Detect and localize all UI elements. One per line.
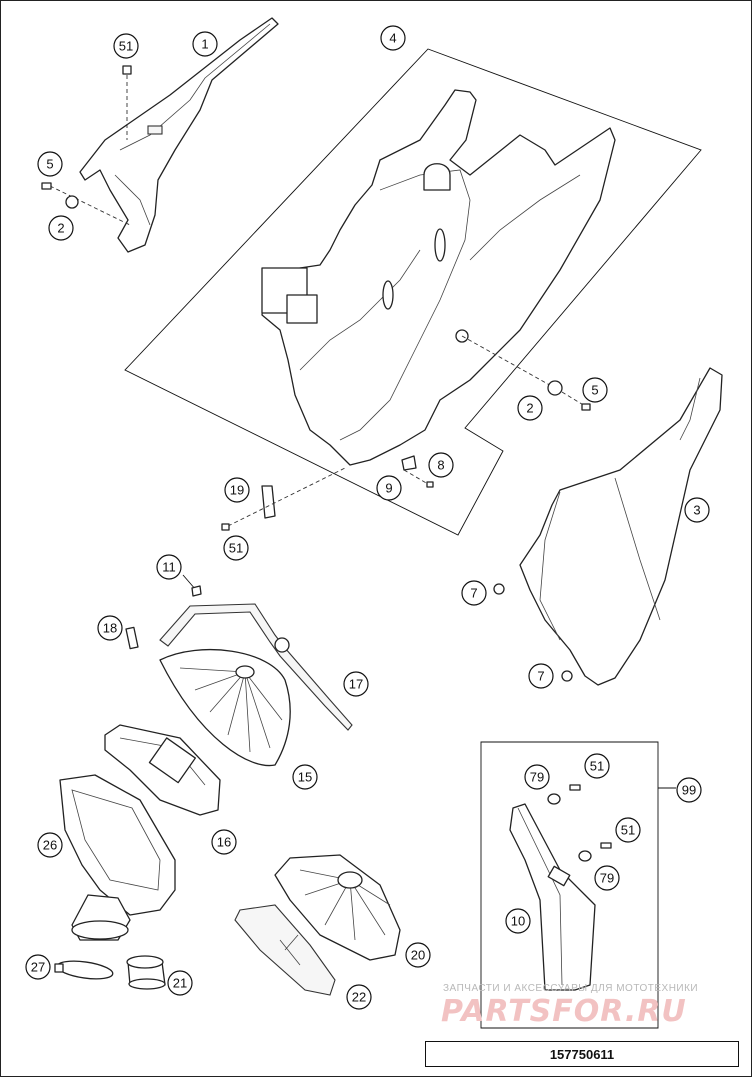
bolt-51-group99-upper	[569, 784, 581, 791]
part-20-air-filter	[274, 854, 401, 961]
part-22-foam-pad	[234, 904, 336, 996]
callout-19: 19	[224, 477, 250, 503]
part-26-intake-boot	[59, 774, 176, 941]
group-box-4	[124, 48, 702, 536]
svg-text:20: 20	[411, 948, 425, 963]
callout-2: 2	[48, 215, 74, 241]
svg-text:16: 16	[217, 835, 231, 850]
bolt-5-right	[547, 380, 591, 411]
svg-text:51: 51	[119, 39, 133, 54]
callout-51: 51	[113, 33, 139, 59]
washer-79-lower	[578, 850, 592, 862]
callout-3: 3	[684, 497, 710, 523]
svg-text:11: 11	[162, 560, 176, 575]
callout-8: 8	[428, 452, 454, 478]
callout-51: 51	[615, 817, 641, 843]
screw-7-lower	[561, 670, 573, 682]
callout-5: 5	[582, 377, 608, 403]
callout-27: 27	[25, 954, 51, 980]
svg-text:51: 51	[590, 759, 604, 774]
callout-4: 4	[380, 25, 406, 51]
callout-1: 1	[192, 31, 218, 57]
callout-15: 15	[292, 764, 318, 790]
callout-51: 51	[223, 535, 249, 561]
svg-text:9: 9	[385, 481, 392, 496]
callout-21: 21	[167, 970, 193, 996]
part-27-clamp	[54, 960, 114, 980]
svg-text:17: 17	[349, 677, 363, 692]
document-number: 157750611	[425, 1041, 739, 1067]
callout-16: 16	[211, 829, 237, 855]
callout-79: 79	[524, 764, 550, 790]
watermark-subtitle: ЗАПЧАСТИ И АКСЕССУАРЫ ДЛЯ МОТОТЕХНИКИ	[443, 983, 699, 994]
part-3-side-cover	[519, 367, 723, 686]
svg-text:15: 15	[298, 770, 312, 785]
part-18-pin	[125, 626, 139, 650]
part-15-filter-cage	[159, 649, 291, 767]
svg-text:99: 99	[682, 783, 696, 798]
svg-text:3: 3	[693, 503, 700, 518]
group-box-99	[480, 741, 659, 1029]
watermark-logo: PARTSFOR.RU	[441, 994, 687, 1029]
svg-text:22: 22	[352, 990, 366, 1005]
callout-10: 10	[505, 908, 531, 934]
part-11-clip	[182, 574, 202, 597]
svg-text:1: 1	[201, 37, 208, 52]
svg-text:7: 7	[537, 669, 544, 684]
callout-5: 5	[37, 151, 63, 177]
clip-8	[401, 455, 417, 471]
callout-7: 7	[528, 663, 554, 689]
svg-text:79: 79	[530, 770, 544, 785]
callout-9: 9	[376, 475, 402, 501]
svg-text:5: 5	[591, 383, 598, 398]
part-4-airbox	[261, 89, 616, 466]
callout-7: 7	[461, 580, 487, 606]
callout-99: 99	[676, 777, 702, 803]
callout-11: 11	[156, 554, 182, 580]
svg-text:10: 10	[511, 914, 525, 929]
svg-text:19: 19	[230, 483, 244, 498]
svg-text:51: 51	[229, 541, 243, 556]
callout-22: 22	[346, 984, 372, 1010]
part-1-side-cover	[79, 17, 279, 253]
callout-51: 51	[584, 753, 610, 779]
callout-26: 26	[37, 832, 63, 858]
part-16-filter-support	[104, 724, 221, 816]
callout-20: 20	[405, 942, 431, 968]
svg-text:18: 18	[103, 621, 117, 636]
callout-2: 2	[517, 395, 543, 421]
svg-text:51: 51	[621, 823, 635, 838]
svg-text:8: 8	[437, 458, 444, 473]
svg-text:21: 21	[173, 976, 187, 991]
part-17-wire-rod	[159, 603, 353, 731]
svg-text:2: 2	[57, 221, 64, 236]
svg-text:2: 2	[526, 401, 533, 416]
part-21-sleeve	[126, 955, 166, 990]
washer-79-upper	[547, 793, 561, 805]
svg-text:79: 79	[600, 871, 614, 886]
screw-7-upper	[493, 583, 505, 595]
bracket-19	[221, 467, 346, 531]
svg-text:27: 27	[31, 960, 45, 975]
bolt-51-top	[122, 65, 132, 140]
bolt-9	[403, 469, 434, 488]
bolt-5-left	[41, 182, 131, 226]
callout-79: 79	[594, 865, 620, 891]
callout-18: 18	[97, 615, 123, 641]
svg-text:26: 26	[43, 838, 57, 853]
svg-text:4: 4	[389, 31, 396, 46]
part-10-snorkel	[509, 803, 596, 991]
svg-text:7: 7	[470, 586, 477, 601]
callout-17: 17	[343, 671, 369, 697]
bolt-51-group99-lower	[600, 842, 612, 849]
svg-text:5: 5	[46, 157, 53, 172]
